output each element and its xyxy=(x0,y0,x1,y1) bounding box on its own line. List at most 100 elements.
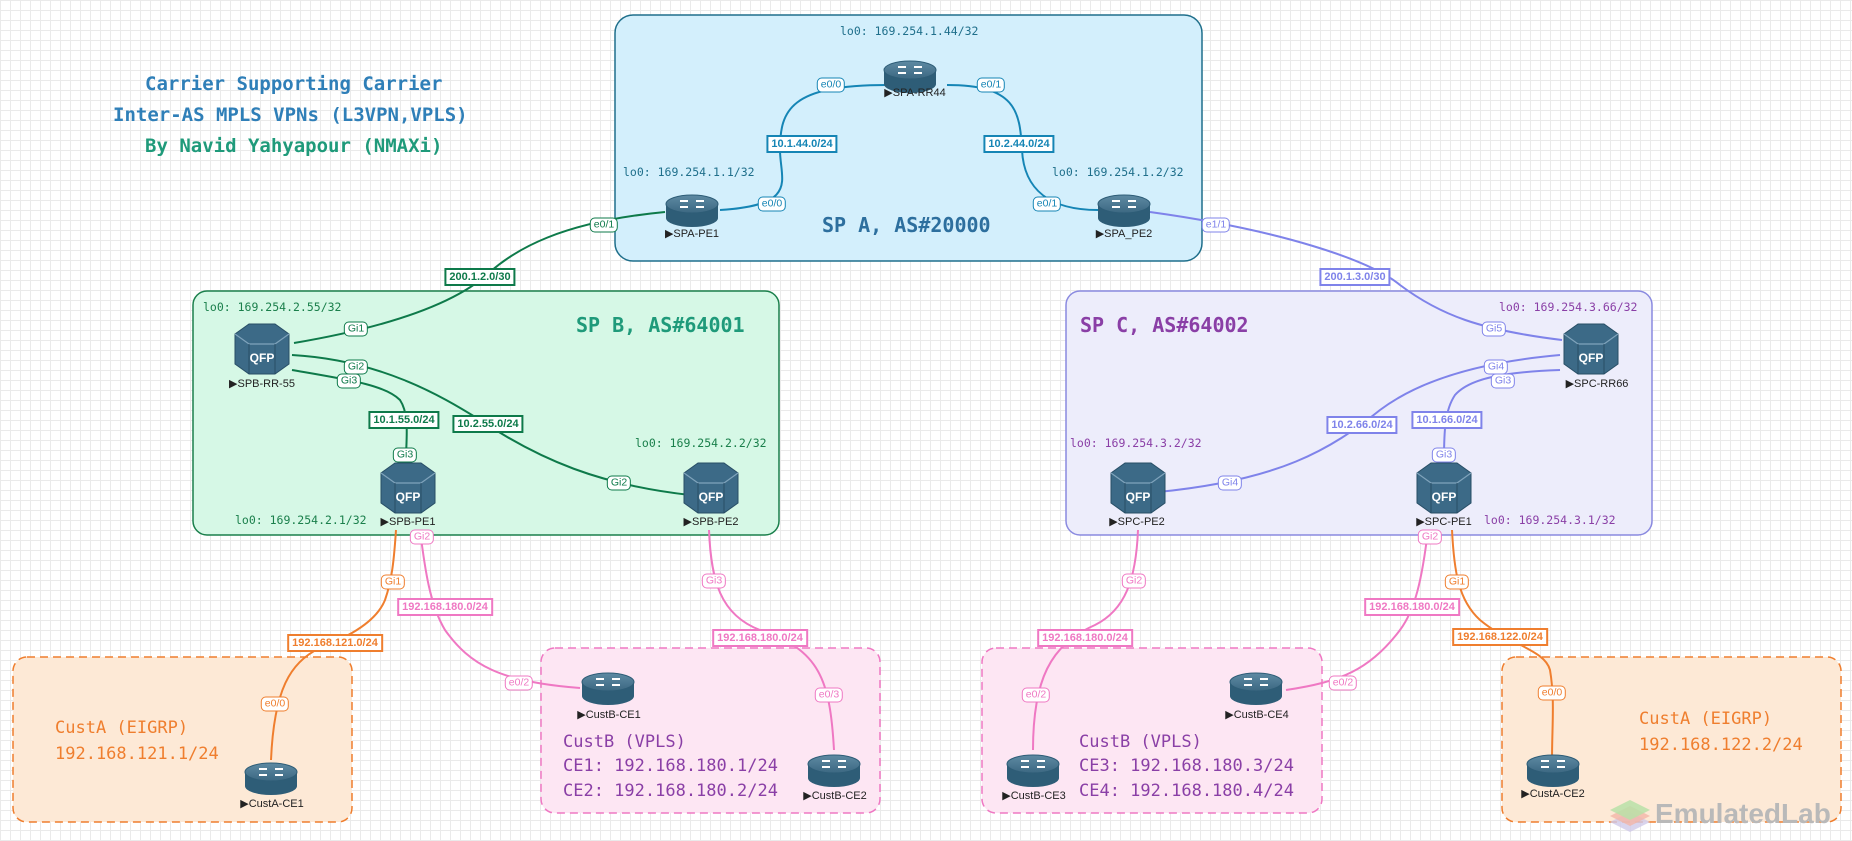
zone-custa-right xyxy=(1501,656,1842,823)
svg-text:QFP: QFP xyxy=(396,490,421,504)
network-tag: 200.1.2.0/30 xyxy=(444,268,516,286)
interface-tag: Gi3 xyxy=(701,573,727,589)
custa-right-title: CustA (EIGRP) xyxy=(1639,709,1773,729)
link-spb-rr55-pe1 xyxy=(291,369,408,461)
interface-tag: e0/1 xyxy=(589,217,619,233)
interface-tag: Gi3 xyxy=(1431,447,1457,463)
custb-right-ce4: CE4: 192.168.180.4/24 xyxy=(1079,781,1294,801)
emulatedlab-logo-icon xyxy=(1610,800,1650,832)
zone-label-sp-c: SP C, AS#64002 xyxy=(1080,313,1249,337)
zone-sp-c xyxy=(1065,290,1653,536)
network-tag: 10.1.44.0/24 xyxy=(766,135,838,153)
zone-label-sp-a: SP A, AS#20000 xyxy=(822,213,991,237)
device-label-custb-ce3: ▶CustB-CE3 xyxy=(1002,790,1066,802)
device-label-spc-rr66: ▶SPC-RR66 xyxy=(1565,378,1629,390)
interface-tag: e0/0 xyxy=(260,696,290,712)
network-tag: 200.1.3.0/30 xyxy=(1319,268,1391,286)
qfp-router-icon[interactable]: QFP xyxy=(1563,323,1619,375)
device-label-custb-ce2: ▶CustB-CE2 xyxy=(803,790,867,802)
svg-text:QFP: QFP xyxy=(250,351,275,365)
network-tag: 192.168.121.0/24 xyxy=(287,634,383,652)
interface-tag: e0/1 xyxy=(976,77,1006,93)
router-icon[interactable] xyxy=(1006,754,1060,787)
interface-tag: Gi3 xyxy=(392,447,418,463)
watermark-text: EmulatedLab xyxy=(1655,798,1831,829)
network-tag: 192.168.180.0/24 xyxy=(397,598,493,616)
custa-right-ip: 192.168.122.2/24 xyxy=(1639,735,1803,755)
network-tag: 192.168.180.0/24 xyxy=(712,629,808,647)
interface-tag: Gi2 xyxy=(1121,573,1147,589)
loopback-spc-pe2: lo0: 169.254.3.2/32 xyxy=(1070,436,1202,450)
router-icon[interactable] xyxy=(883,60,937,93)
loopback-spb-pe2: lo0: 169.254.2.2/32 xyxy=(635,436,767,450)
router-icon[interactable] xyxy=(665,194,719,227)
router-icon[interactable] xyxy=(1526,754,1580,787)
router-icon[interactable] xyxy=(807,754,861,787)
interface-tag: e0/2 xyxy=(1021,687,1051,703)
device-label-custa-ce1: ▶CustA-CE1 xyxy=(240,798,304,810)
interface-tag: e0/0 xyxy=(1537,685,1567,701)
zone-label-sp-b: SP B, AS#64001 xyxy=(576,313,745,337)
qfp-router-icon[interactable]: QFP xyxy=(1416,462,1472,514)
svg-text:QFP: QFP xyxy=(1432,490,1457,504)
link-spc-pe1-custb-ce4 xyxy=(1285,529,1429,691)
interface-tag: Gi2 xyxy=(606,475,632,491)
router-icon[interactable] xyxy=(1229,672,1283,705)
custa-left-ip: 192.168.121.1/24 xyxy=(55,744,219,764)
interface-tag: Gi2 xyxy=(343,359,369,375)
qfp-router-icon[interactable]: QFP xyxy=(1110,462,1166,514)
device-label-spa-pe2: ▶SPA_PE2 xyxy=(1095,228,1153,240)
network-tag: 10.1.66.0/24 xyxy=(1411,411,1483,429)
link-spc-rr66-pe1 xyxy=(1443,369,1561,461)
svg-text:QFP: QFP xyxy=(1126,490,1151,504)
loopback-spa-pe2: lo0: 169.254.1.2/32 xyxy=(1052,165,1184,179)
router-icon[interactable] xyxy=(581,672,635,705)
qfp-router-icon[interactable]: QFP xyxy=(234,323,290,375)
svg-text:QFP: QFP xyxy=(1579,351,1604,365)
qfp-router-icon[interactable]: QFP xyxy=(380,462,436,514)
interface-tag: Gi1 xyxy=(1444,574,1470,590)
loopback-spb-rr55: lo0: 169.254.2.55/32 xyxy=(203,300,342,314)
custb-left-ce1: CE1: 192.168.180.1/24 xyxy=(563,756,778,776)
device-label-spb-pe1: ▶SPB-PE1 xyxy=(380,516,436,528)
interface-tag: Gi4 xyxy=(1217,475,1243,491)
loopback-spa-rr44: lo0: 169.254.1.44/32 xyxy=(840,24,979,38)
device-label-spc-pe2: ▶SPC-PE2 xyxy=(1109,516,1165,528)
interface-tag: e0/1 xyxy=(1032,196,1062,212)
interface-tag: e1/1 xyxy=(1201,217,1231,233)
router-icon[interactable] xyxy=(1097,194,1151,227)
custb-right-title: CustB (VPLS) xyxy=(1079,732,1202,752)
title-line-1: Carrier Supporting Carrier xyxy=(145,73,443,95)
custb-left-ce2: CE2: 192.168.180.2/24 xyxy=(563,781,778,801)
loopback-spa-pe1: lo0: 169.254.1.1/32 xyxy=(623,165,755,179)
loopback-spc-rr66: lo0: 169.254.3.66/32 xyxy=(1499,300,1638,314)
device-label-spa-pe1: ▶SPA-PE1 xyxy=(664,228,720,240)
device-label-custb-ce4: ▶CustB-CE4 xyxy=(1225,709,1289,721)
qfp-router-icon[interactable]: QFP xyxy=(683,462,739,514)
interface-tag: Gi4 xyxy=(1483,359,1509,375)
interface-tag: e0/0 xyxy=(816,77,846,93)
router-icon[interactable] xyxy=(244,762,298,795)
network-tag: 192.168.122.0/24 xyxy=(1452,628,1548,646)
network-tag: 192.168.180.0/24 xyxy=(1364,598,1460,616)
device-label-spb-pe2: ▶SPB-PE2 xyxy=(683,516,739,528)
interface-tag: e0/3 xyxy=(814,687,844,703)
interface-tag: Gi3 xyxy=(336,373,362,389)
title-line-2: Inter-AS MPLS VPNs (L3VPN,VPLS) xyxy=(113,104,468,126)
network-tag: 10.2.55.0/24 xyxy=(452,415,524,433)
custa-left-title: CustA (EIGRP) xyxy=(55,718,189,738)
interface-tag: Gi2 xyxy=(409,529,435,545)
interface-tag: e0/2 xyxy=(504,675,534,691)
zone-sp-b xyxy=(192,290,780,536)
network-tag: 10.2.44.0/24 xyxy=(983,135,1055,153)
svg-text:QFP: QFP xyxy=(699,490,724,504)
loopback-spc-pe1: lo0: 169.254.3.1/32 xyxy=(1484,513,1616,527)
device-label-spb-rr55: ▶SPB-RR-55 xyxy=(229,378,295,390)
interface-tag: Gi2 xyxy=(1417,529,1443,545)
loopback-spb-pe1: lo0: 169.254.2.1/32 xyxy=(235,513,367,527)
device-label-spa-rr44: ▶SPA-RR44 xyxy=(884,87,946,99)
network-tag: 10.2.66.0/24 xyxy=(1326,416,1398,434)
device-label-custb-ce1: ▶CustB-CE1 xyxy=(577,709,641,721)
network-tag: 10.1.55.0/24 xyxy=(368,411,440,429)
